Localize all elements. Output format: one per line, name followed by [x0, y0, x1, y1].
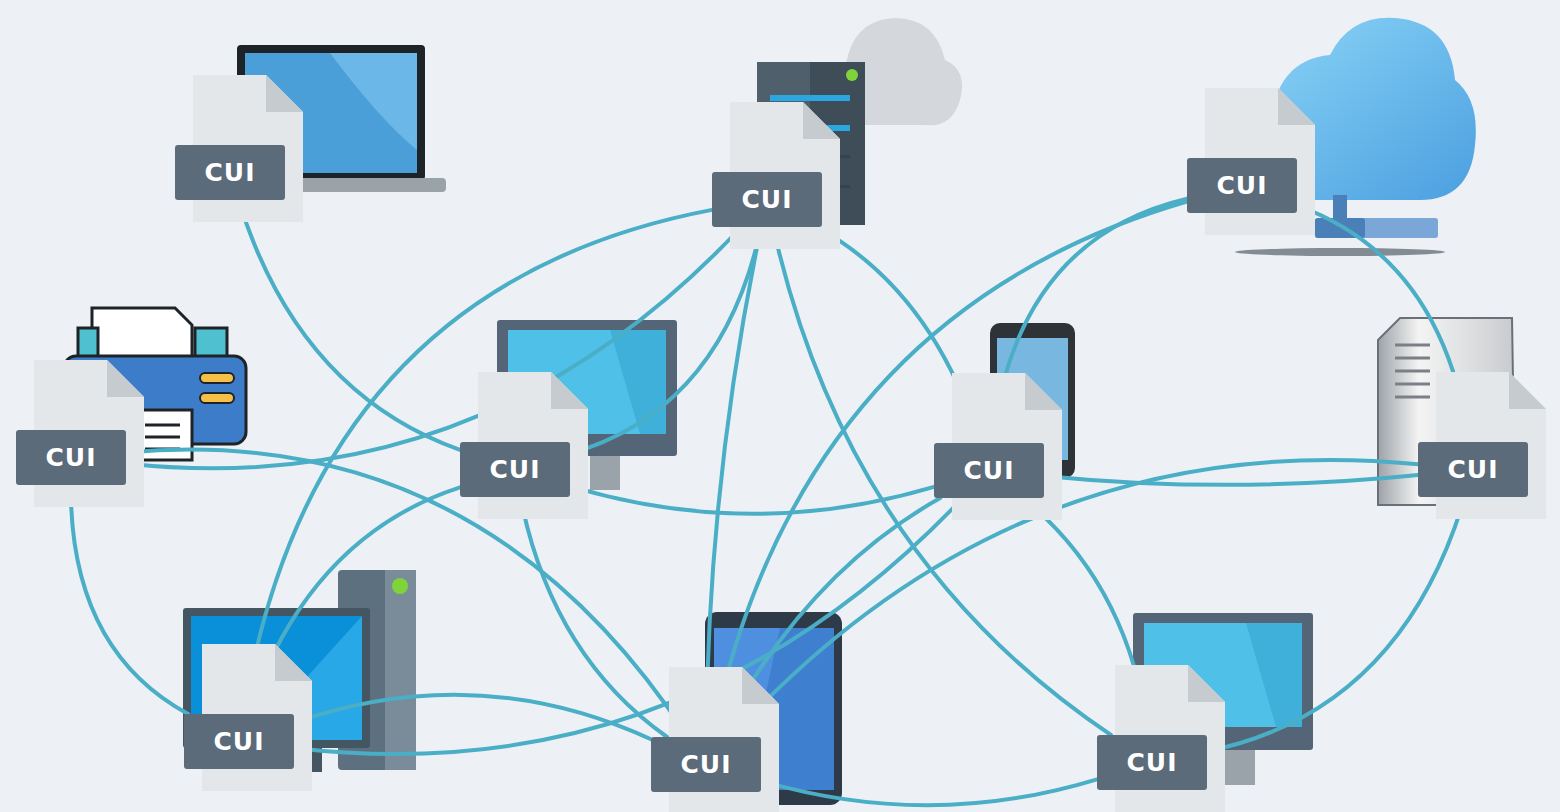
cui-label: CUI	[1187, 158, 1297, 213]
document-fold	[551, 372, 588, 409]
label-text: CUI	[490, 455, 541, 484]
document-fold	[107, 360, 144, 397]
cui-label: CUI	[934, 443, 1044, 498]
label-text: CUI	[205, 158, 256, 187]
cui-label: CUI	[175, 145, 285, 200]
label-text: CUI	[214, 727, 265, 756]
network-link	[126, 227, 741, 468]
document-fold	[1025, 373, 1062, 410]
label-text: CUI	[46, 443, 97, 472]
network-link	[570, 227, 761, 454]
label-text: CUI	[742, 185, 793, 214]
network-link	[71, 485, 188, 714]
document-fold	[1278, 88, 1315, 125]
document-fold	[1188, 665, 1225, 702]
cui-label: CUI	[651, 737, 761, 792]
label-text: CUI	[681, 750, 732, 779]
label-text: CUI	[964, 456, 1015, 485]
document-fold	[275, 644, 312, 681]
document-fold	[803, 102, 840, 139]
cui-label: CUI	[712, 172, 822, 227]
network-link	[570, 486, 934, 514]
document-fold	[1509, 372, 1546, 409]
network-link	[520, 497, 667, 737]
cui-label: CUI	[460, 442, 570, 497]
network-link	[1207, 497, 1465, 751]
network-link	[773, 227, 1111, 735]
network-link	[720, 498, 940, 737]
document-fold	[742, 667, 779, 704]
cui-label: CUI	[184, 714, 294, 769]
network-link	[731, 460, 1418, 737]
label-text: CUI	[1127, 748, 1178, 777]
network-link	[239, 200, 461, 450]
network-link	[248, 487, 460, 714]
network-link	[294, 695, 651, 740]
cui-label: CUI	[16, 430, 126, 485]
cui-label: CUI	[1097, 735, 1207, 790]
network-link	[1044, 475, 1418, 485]
cui-label: CUI	[1418, 442, 1528, 497]
network-link	[712, 202, 1187, 738]
network-link	[294, 498, 963, 754]
network-link	[244, 210, 713, 714]
network-link	[761, 779, 1097, 805]
document-fold	[266, 75, 303, 112]
network-link	[706, 227, 761, 737]
label-text: CUI	[1217, 171, 1268, 200]
label-text: CUI	[1448, 455, 1499, 484]
